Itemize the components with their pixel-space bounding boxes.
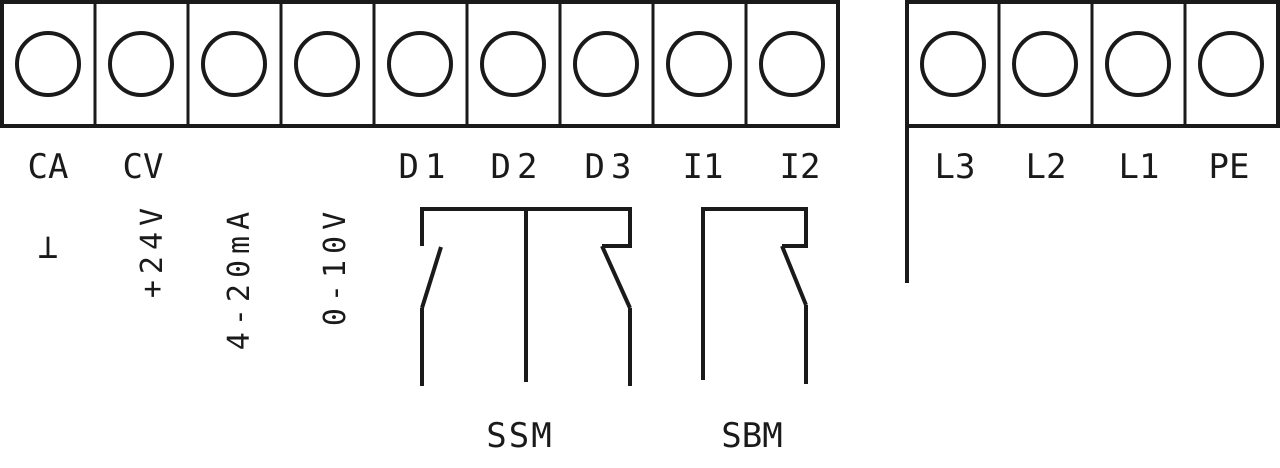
- terminal-label-d3: D3: [585, 147, 638, 187]
- terminal-label-d2: D2: [491, 147, 544, 187]
- ssm-common-bar: [420, 207, 632, 248]
- ssm-label: SSM: [486, 416, 553, 456]
- sbm-relay-contacts: [701, 207, 808, 384]
- current-signal-label: 4-20mA: [222, 206, 257, 350]
- terminal-label-cv: CV: [123, 147, 164, 187]
- left-terminal-labels: CA CV D1 D2 D3 I1 I2: [28, 147, 821, 187]
- terminal-screw-pe: [1198, 31, 1264, 97]
- terminal-screw-cv: [108, 31, 174, 97]
- terminal-label-l3: L3: [935, 147, 976, 187]
- terminal-screw-4-20ma: [201, 31, 267, 97]
- terminal-screw-d1: [387, 31, 453, 97]
- terminal-screw-l1: [1105, 31, 1171, 97]
- right-terminal-strip: [905, 0, 1280, 283]
- terminal-screw-0-10v: [294, 31, 360, 97]
- sbm-switch: [780, 245, 808, 306]
- terminal-label-ca: CA: [28, 147, 69, 187]
- terminal-screw-i1: [666, 31, 732, 97]
- terminal-label-l1: L1: [1119, 147, 1160, 187]
- terminal-label-pe: PE: [1209, 147, 1250, 187]
- terminal-screw-l3: [920, 31, 986, 97]
- terminal-label-d1: D1: [399, 147, 452, 187]
- terminal-screw-d2: [480, 31, 546, 97]
- terminal-screw-i2: [759, 31, 825, 97]
- sbm-label: SBM: [721, 416, 782, 456]
- sbm-contact-bar: [701, 207, 808, 380]
- ssm-switch-d1: [420, 246, 443, 309]
- terminal-label-i1: I1: [683, 147, 724, 187]
- terminal-label-i2: I2: [780, 147, 821, 187]
- left-strip-frame: [0, 0, 840, 128]
- ground-icon: ⊥: [38, 227, 58, 267]
- cv-voltage-label: +24V: [135, 202, 170, 298]
- ssm-relay-contacts: [420, 207, 632, 386]
- terminal-screw-l2: [1012, 31, 1078, 97]
- left-terminal-strip: [0, 0, 840, 128]
- voltage-signal-label: 0-10V: [318, 206, 353, 326]
- terminal-screw-d3: [573, 31, 639, 97]
- ssm-switch-d3: [600, 245, 632, 309]
- terminal-label-l2: L2: [1026, 147, 1067, 187]
- terminal-screw-ca: [15, 31, 81, 97]
- right-terminal-labels: L3 L2 L1 PE: [935, 147, 1250, 187]
